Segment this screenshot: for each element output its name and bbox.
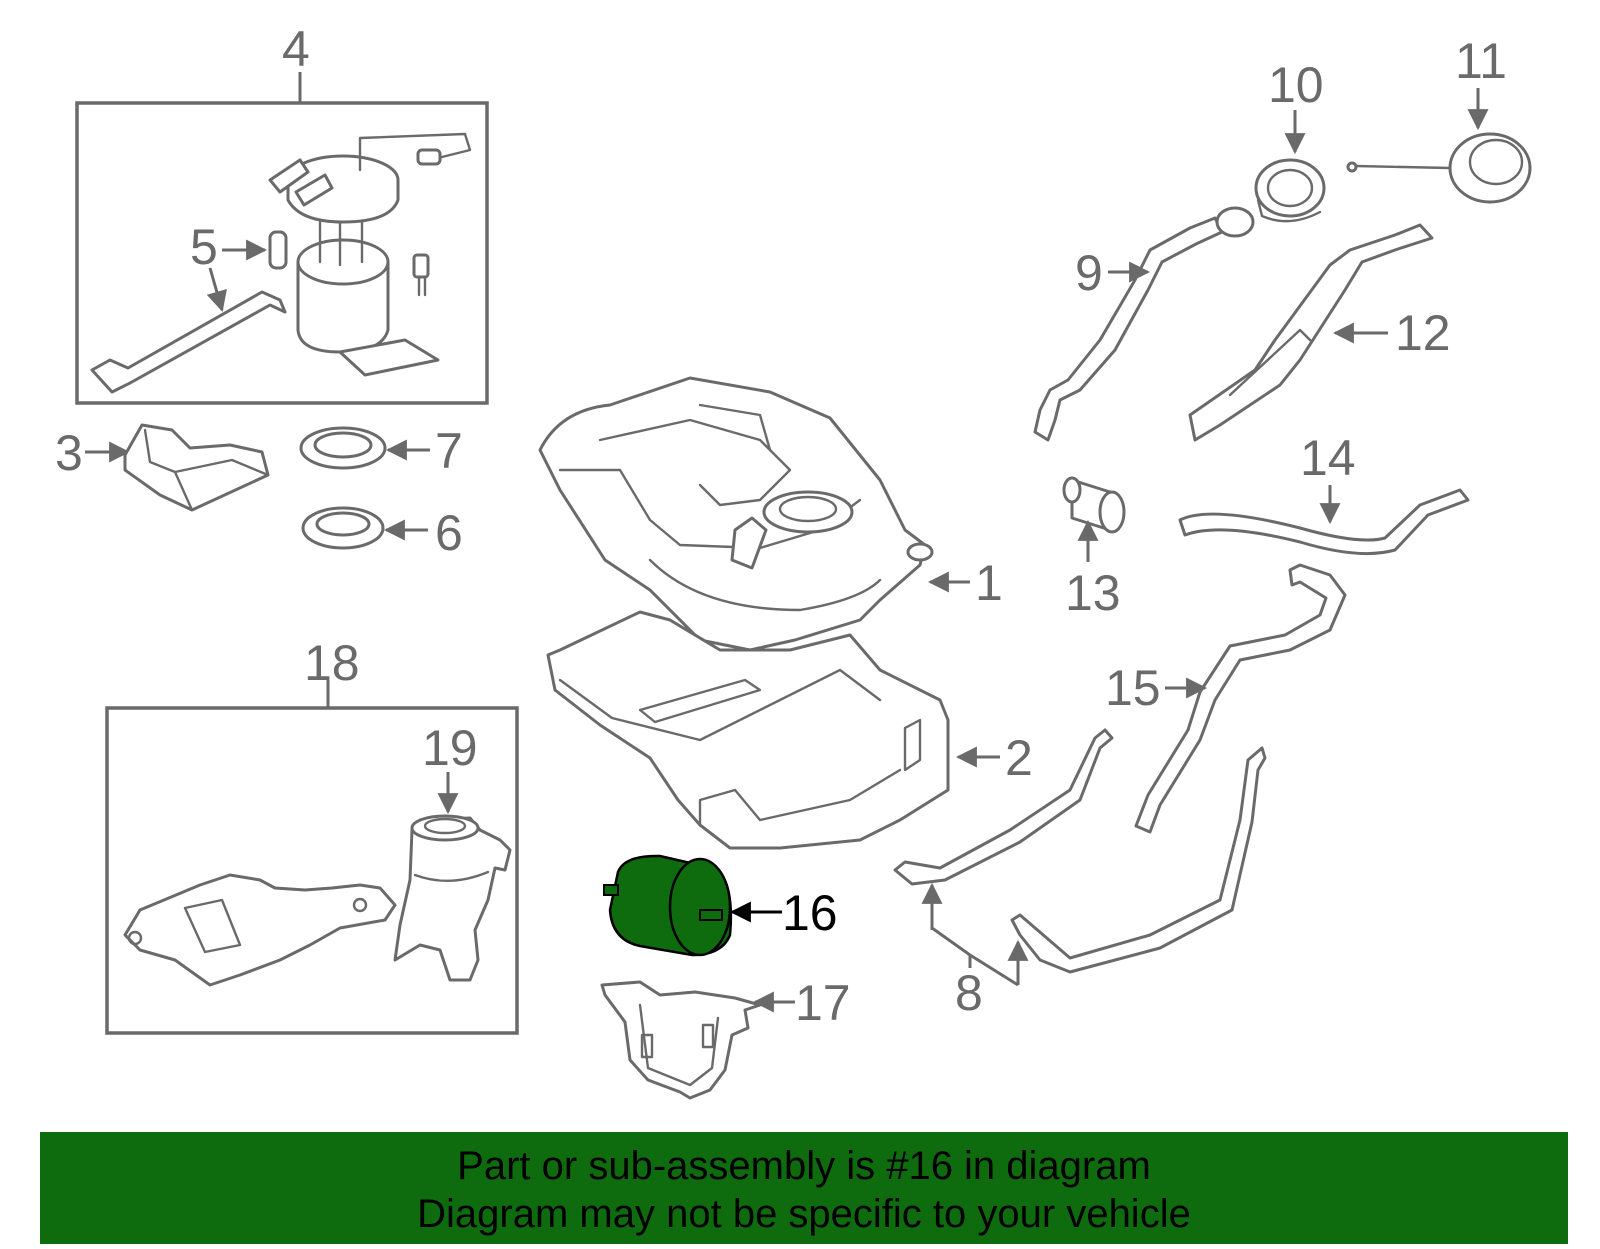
callout-12[interactable]: 12: [1395, 305, 1451, 361]
tank-strap-part[interactable]: [893, 728, 1267, 974]
callout-4[interactable]: 4: [282, 21, 310, 77]
fuel-tank-part[interactable]: [538, 376, 934, 652]
fuel-level-sender-part[interactable]: [90, 290, 287, 394]
callout-2[interactable]: 2: [1005, 730, 1033, 786]
callout-14[interactable]: 14: [1300, 430, 1356, 486]
callout-16[interactable]: 16: [782, 885, 838, 941]
seal-6-part[interactable]: [301, 506, 385, 550]
callout-15[interactable]: 15: [1105, 660, 1161, 716]
box-18: [105, 706, 519, 1035]
leader-5b: [206, 267, 227, 313]
callout-9[interactable]: 9: [1075, 245, 1103, 301]
vent-hose-part[interactable]: [1178, 488, 1470, 556]
sub-assembly-18-group: 18 19: [105, 635, 519, 1035]
box-4: [75, 101, 489, 405]
filter-bracket-part[interactable]: [600, 980, 762, 1100]
fuel-cap-part[interactable]: [1346, 132, 1532, 204]
callout-6[interactable]: 6: [435, 505, 463, 561]
callout-11[interactable]: 11: [1455, 33, 1507, 89]
callout-3[interactable]: 3: [55, 425, 83, 481]
filler-shield-part[interactable]: [1188, 223, 1434, 442]
callout-18[interactable]: 18: [304, 635, 360, 691]
callout-13[interactable]: 13: [1065, 565, 1121, 621]
info-banner: Part or sub-assembly is #16 in diagram D…: [40, 1132, 1568, 1244]
filler-hose-part[interactable]: [1134, 563, 1347, 834]
reservoir-19-part[interactable]: [393, 814, 512, 982]
filler-neck-part[interactable]: [1033, 206, 1255, 442]
mounting-bracket-18-part[interactable]: [123, 873, 397, 987]
tank-shield-part[interactable]: [546, 610, 950, 850]
callout-7[interactable]: 7: [435, 423, 463, 479]
fuel-pump-module-group: 4 5: [75, 21, 489, 405]
banner-line-1: Part or sub-assembly is #16 in diagram: [457, 1144, 1151, 1188]
filler-housing-part[interactable]: [1254, 158, 1326, 223]
fuel-filter-16-part-highlighted[interactable]: [603, 854, 733, 957]
callout-10[interactable]: 10: [1268, 57, 1324, 113]
grommet-13-part[interactable]: [1062, 476, 1126, 534]
lock-ring-7-part[interactable]: [299, 426, 387, 470]
banner-line-2: Diagram may not be specific to your vehi…: [417, 1192, 1191, 1236]
callout-1[interactable]: 1: [975, 555, 1003, 611]
callout-5[interactable]: 5: [190, 219, 218, 275]
fuel-pump-part[interactable]: [268, 132, 472, 377]
callout-19[interactable]: 19: [422, 720, 478, 776]
callout-8[interactable]: 8: [955, 965, 983, 1021]
bracket-3-part[interactable]: [123, 423, 270, 512]
callout-17[interactable]: 17: [795, 975, 851, 1031]
